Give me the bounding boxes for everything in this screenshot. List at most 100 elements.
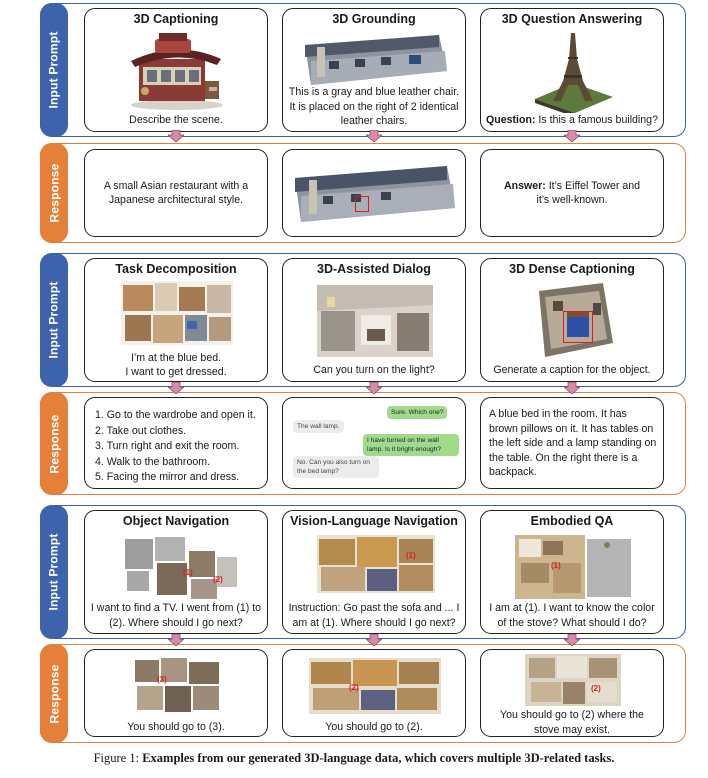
question-text: Is this a famous building?	[538, 114, 658, 126]
chat-bubble-assistant: Sure. Which one?	[387, 406, 448, 419]
marker-2: (2)	[349, 683, 359, 692]
input-prompt-label: Input Prompt	[47, 281, 61, 359]
dense-title: 3D Dense Captioning	[509, 262, 635, 276]
objnav-response-card: (3) You should go to (3).	[84, 649, 268, 737]
qa-prompt-card: 3D Question Answering Question: Is this …	[480, 8, 664, 132]
dense-caption-bounding-box	[563, 311, 593, 343]
vln-title: Vision-Language Navigation	[290, 514, 458, 528]
marker-1: (1)	[183, 568, 193, 577]
decomposition-title: Task Decomposition	[115, 262, 237, 276]
kitchen-map-image	[525, 654, 621, 706]
question-label: Question:	[486, 114, 536, 126]
down-arrow-icon	[168, 382, 184, 394]
captioning-prompt-card: 3D Captioning Describe the scene.	[84, 8, 268, 132]
dense-response-text: A blue bed in the room. It has brown pil…	[489, 408, 657, 478]
group1-response-tab: Response	[40, 143, 68, 243]
decomposition-prompt-line1: I’m at the blue bed.	[130, 352, 222, 364]
grounding-prompt-text: This is a gray and blue leather chair. I…	[288, 86, 460, 127]
figure-caption: Figure 1: Examples from our generated 3D…	[0, 751, 708, 766]
bedroom-scan-image	[539, 283, 613, 357]
captioning-response-card: A small Asian restaurant with a Japanese…	[84, 149, 268, 237]
answer-label: Answer:	[503, 179, 546, 192]
eiffel-tower-image	[535, 33, 613, 113]
input-prompt-label: Input Prompt	[47, 533, 61, 611]
qa-title: 3D Question Answering	[501, 12, 643, 26]
dense-response-card: A blue bed in the room. It has brown pil…	[480, 397, 664, 489]
down-arrow-icon	[564, 130, 580, 142]
response-label: Response	[47, 414, 62, 473]
qa-question: Question: Is this a famous building?	[485, 113, 659, 128]
captioning-response-text: A small Asian restaurant with a Japanese…	[103, 179, 249, 207]
down-arrow-icon	[564, 382, 580, 394]
chat-bubble-user: No. Can you also turn on the bed lamp?	[293, 456, 379, 478]
marker-3: (3)	[157, 675, 167, 684]
dialog-prompt-card: 3D-Assisted Dialog Can you turn on the l…	[282, 258, 466, 382]
down-arrow-icon	[564, 634, 580, 646]
list-item: 1. Go to the wardrobe and open it.	[95, 409, 256, 421]
decomposition-response-card: 1. Go to the wardrobe and open it. 2. Ta…	[84, 397, 268, 489]
down-arrow-icon	[168, 634, 184, 646]
decomposition-steps: 1. Go to the wardrobe and open it. 2. Ta…	[95, 408, 261, 486]
captioning-title: 3D Captioning	[133, 12, 219, 26]
marker-2: (2)	[213, 575, 223, 584]
apartment-map-image	[309, 658, 441, 714]
house-map-image	[125, 537, 237, 599]
dialog-title: 3D-Assisted Dialog	[317, 262, 431, 276]
objnav-response-text: You should go to (3).	[127, 721, 225, 733]
house-map-image	[135, 658, 219, 712]
group1-prompt-tab: Input Prompt	[40, 3, 68, 137]
marker-1: (1)	[551, 561, 561, 570]
marker-1: (1)	[406, 551, 416, 560]
down-arrow-icon	[366, 382, 382, 394]
eqa-response-card: (2) You should go to (2) where the stove…	[480, 649, 664, 737]
down-arrow-icon	[168, 130, 184, 142]
list-item: 5. Facing the mirror and dress.	[95, 471, 240, 483]
caption-text: Examples from our generated 3D-language …	[142, 751, 615, 765]
answer-text: It’s Eiffel Tower and it’s well-known.	[536, 179, 641, 207]
list-item: 4. Walk to the bathroom.	[95, 455, 211, 468]
grounded-room-scan-image	[295, 166, 455, 222]
group3-response-tab: Response	[40, 644, 68, 743]
apartment-map-image	[317, 535, 435, 593]
response-label: Response	[47, 664, 62, 723]
grounding-prompt-card: 3D Grounding This is a gray and blue lea…	[282, 8, 466, 132]
dialog-prompt-text: Can you turn on the light?	[313, 364, 435, 376]
chat-bubble-user: The wall lamp.	[293, 420, 344, 433]
room-interior-image	[317, 285, 433, 357]
vln-prompt-text: Instruction: Go past the sofa and ... I …	[288, 602, 460, 629]
eqa-prompt-text: I am at (1). I want to know the color of…	[489, 602, 655, 629]
list-item: 2. Take out clothes.	[95, 424, 187, 437]
group3-prompt-tab: Input Prompt	[40, 505, 68, 639]
captioning-prompt-text: Describe the scene.	[129, 114, 223, 126]
vln-prompt-card: Vision-Language Navigation (1) Instructi…	[282, 510, 466, 634]
room-scan-image	[305, 35, 447, 85]
dense-prompt-text: Generate a caption for the object.	[493, 364, 651, 376]
eqa-title: Embodied QA	[530, 514, 614, 528]
objnav-prompt-text: I want to find a TV. I went from (1) to …	[90, 602, 262, 629]
group2-prompt-tab: Input Prompt	[40, 253, 68, 387]
grounding-bounding-box	[355, 196, 369, 212]
grounding-response-card	[282, 149, 466, 237]
list-item: 3. Turn right and exit the room.	[95, 440, 240, 452]
group2-response-tab: Response	[40, 392, 68, 495]
input-prompt-label: Input Prompt	[47, 31, 61, 109]
qa-response-card: Answer: It’s Eiffel Tower and it’s well-…	[480, 149, 664, 237]
marker-2: (2)	[591, 684, 601, 693]
floor-plan-image	[121, 281, 233, 345]
eqa-prompt-card: Embodied QA (1) I am at (1). I want to k…	[480, 510, 664, 634]
down-arrow-icon	[366, 634, 382, 646]
eqa-response-text: You should go to (2) where the stove may…	[500, 709, 644, 736]
qa-answer: Answer: It’s Eiffel Tower and it’s well-…	[487, 150, 657, 236]
kitchen-map-image	[515, 535, 631, 599]
dialog-response-card: Sure. Which one? The wall lamp. I have t…	[282, 397, 466, 489]
vln-response-card: (2) You should go to (2).	[282, 649, 466, 737]
down-arrow-icon	[366, 130, 382, 142]
decomposition-prompt-card: Task Decomposition I’m at the blue bed. …	[84, 258, 268, 382]
caption-label: Figure 1:	[93, 751, 140, 765]
grounding-title: 3D Grounding	[332, 12, 416, 26]
dense-prompt-card: 3D Dense Captioning Generate a caption f…	[480, 258, 664, 382]
vln-response-text: You should go to (2).	[325, 721, 423, 733]
objnav-title: Object Navigation	[122, 514, 230, 528]
restaurant-scene-image	[131, 33, 223, 110]
objnav-prompt-card: Object Navigation (1) (2) I want to find…	[84, 510, 268, 634]
